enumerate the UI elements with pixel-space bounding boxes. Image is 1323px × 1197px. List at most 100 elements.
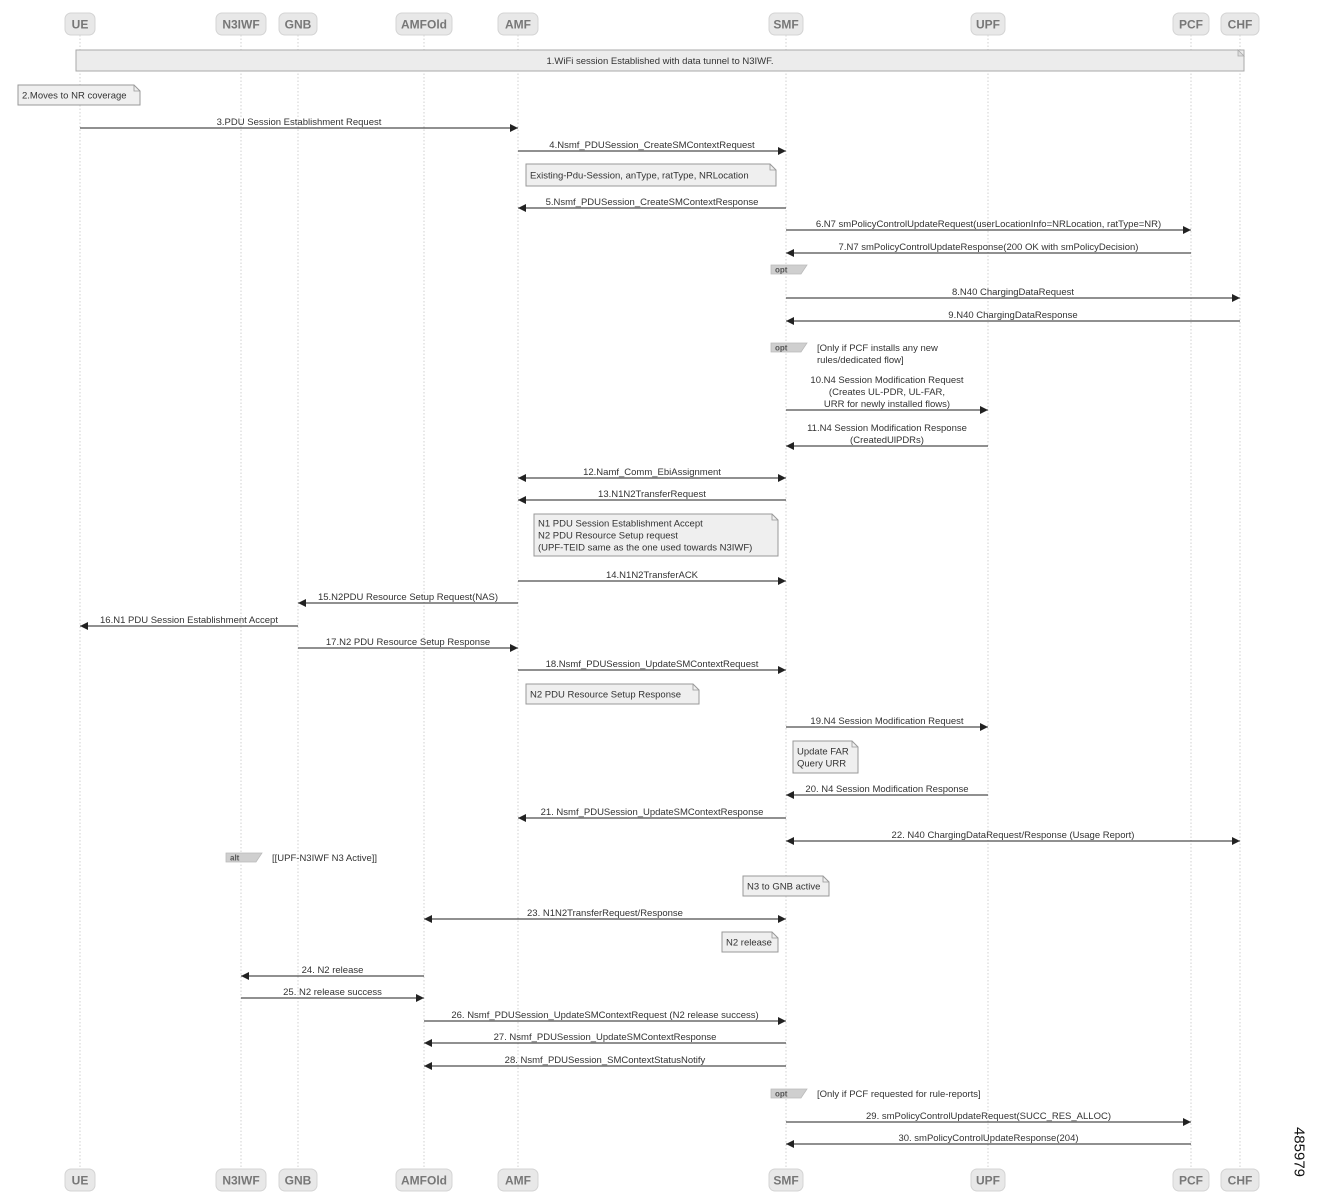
- note-box: [17, 84, 141, 106]
- arrow-head: [298, 599, 306, 607]
- arrow-head: [778, 474, 786, 482]
- message-28: 28. Nsmf_PDUSession_SMContextStatusNotif…: [424, 1055, 786, 1070]
- note-2: Existing-Pdu-Session, anType, ratType, N…: [525, 163, 777, 187]
- message-label: 16.N1 PDU Session Establishment Accept: [100, 615, 278, 626]
- figure-id-label: 485979: [1284, 1120, 1314, 1184]
- participant-box: [768, 1168, 804, 1192]
- arrow-head: [518, 814, 526, 822]
- message-label-line3: URR for newly installed flows): [824, 399, 950, 410]
- arrow-head: [424, 1062, 432, 1070]
- message-label: 4.Nsmf_PDUSession_CreateSMContextRequest: [549, 140, 755, 151]
- message-label: 14.N1N2TransferACK: [606, 570, 699, 581]
- arrow-head: [786, 442, 794, 450]
- note-text: Update FAR: [797, 747, 849, 758]
- arrow-head: [518, 496, 526, 504]
- message-label-line2: (CreatedUlPDRs): [850, 435, 924, 446]
- participant-box: [1220, 1168, 1260, 1192]
- fragment-tag: [770, 1088, 808, 1099]
- participant-box: [395, 12, 453, 36]
- figure-id-text: 485979: [1290, 1126, 1308, 1178]
- participant-label: CHF: [1228, 18, 1253, 32]
- participant-label: UE: [72, 1174, 89, 1188]
- arrow-head: [786, 249, 794, 257]
- note-text: (UPF-TEID same as the one used towards N…: [538, 543, 752, 554]
- participant-label: AMFOld: [401, 18, 447, 32]
- participant-label: PCF: [1179, 1174, 1203, 1188]
- message-label: 3.PDU Session Establishment Request: [217, 117, 382, 128]
- banner-box: [75, 49, 1245, 72]
- note-box: [525, 163, 777, 187]
- fragment-condition: [Only if PCF installs any new: [817, 343, 938, 354]
- participant-label: GNB: [285, 18, 312, 32]
- participant-upf-bottom: UPF: [970, 1168, 1006, 1192]
- arrow-head: [980, 406, 988, 414]
- message-label: 12.Namf_Comm_EbiAssignment: [583, 467, 721, 478]
- arrow-head: [518, 474, 526, 482]
- arrow-head: [778, 1017, 786, 1025]
- message-19: 19.N4 Session Modification Request: [786, 716, 988, 731]
- arrow-head: [778, 915, 786, 923]
- participant-label: GNB: [285, 1174, 312, 1188]
- message-14: 14.N1N2TransferACK: [518, 570, 786, 585]
- message-13: 13.N1N2TransferRequest: [518, 489, 786, 504]
- message-label: 8.N40 ChargingDataRequest: [952, 287, 1074, 298]
- participant-box: [497, 1168, 539, 1192]
- participant-label: UPF: [976, 18, 1000, 32]
- note-text: N3 to GNB active: [747, 882, 820, 893]
- participant-box: [278, 1168, 318, 1192]
- message-5: 5.Nsmf_PDUSession_CreateSMContextRespons…: [518, 197, 786, 212]
- message-label: 17.N2 PDU Resource Setup Response: [326, 637, 490, 648]
- message-label: 23. N1N2TransferRequest/Response: [527, 908, 683, 919]
- message-label: 25. N2 release success: [283, 987, 382, 998]
- arrow-head: [510, 644, 518, 652]
- participant-smf-top: SMF: [768, 12, 804, 36]
- message-22: 22. N40 ChargingDataRequest/Response (Us…: [786, 830, 1240, 845]
- banner-corner: [1237, 49, 1245, 57]
- arrow-head: [424, 915, 432, 923]
- message-label: 21. Nsmf_PDUSession_UpdateSMContextRespo…: [541, 807, 764, 818]
- message-26: 26. Nsmf_PDUSession_UpdateSMContextReque…: [424, 1010, 786, 1025]
- participant-pcf-top: PCF: [1172, 12, 1210, 36]
- message-16: 16.N1 PDU Session Establishment Accept: [80, 615, 298, 630]
- message-12: 12.Namf_Comm_EbiAssignment: [518, 467, 786, 482]
- arrow-head: [1183, 1118, 1191, 1126]
- message-label: 28. Nsmf_PDUSession_SMContextStatusNotif…: [505, 1055, 706, 1066]
- arrow-head: [786, 317, 794, 325]
- arrow-head: [980, 723, 988, 731]
- note-6: N3 to GNB active: [742, 875, 830, 897]
- message-30: 30. smPolicyControlUpdateResponse(204): [786, 1133, 1191, 1148]
- participant-ue-top: UE: [64, 12, 96, 36]
- arrow-head: [416, 994, 424, 1002]
- participant-box: [768, 12, 804, 36]
- participant-box: [1220, 12, 1260, 36]
- message-4: 4.Nsmf_PDUSession_CreateSMContextRequest: [518, 140, 786, 155]
- message-label: 20. N4 Session Modification Response: [805, 784, 968, 795]
- arrow-head: [1232, 294, 1240, 302]
- message-3: 3.PDU Session Establishment Request: [80, 117, 518, 132]
- note-4: N2 PDU Resource Setup Response: [525, 683, 700, 705]
- fragment-tag-label: opt: [775, 344, 788, 353]
- message-label: 13.N1N2TransferRequest: [598, 489, 706, 500]
- participant-box: [215, 1168, 267, 1192]
- note-text: N2 release: [726, 938, 772, 949]
- participant-label: PCF: [1179, 18, 1203, 32]
- participant-box: [64, 1168, 96, 1192]
- arrow-head: [786, 791, 794, 799]
- participant-box: [64, 12, 96, 36]
- participant-label: AMF: [505, 1174, 531, 1188]
- participant-label: AMFOld: [401, 1174, 447, 1188]
- participant-amf-bottom: AMF: [497, 1168, 539, 1192]
- fragment-condition-line2: rules/dedicated flow]: [817, 355, 904, 366]
- note-corner: [692, 684, 699, 691]
- message-label-line2: (Creates UL-PDR, UL-FAR,: [829, 387, 945, 398]
- arrow-head: [786, 1140, 794, 1148]
- participant-n3iwf-bottom: N3IWF: [215, 1168, 267, 1192]
- fragment-opt-4: opt[Only if PCF requested for rule-repor…: [770, 1088, 981, 1100]
- message-27: 27. Nsmf_PDUSession_UpdateSMContextRespo…: [424, 1032, 786, 1047]
- participant-gnb-bottom: GNB: [278, 1168, 318, 1192]
- fragment-tag-label: opt: [775, 1090, 788, 1099]
- participant-label: N3IWF: [222, 1174, 259, 1188]
